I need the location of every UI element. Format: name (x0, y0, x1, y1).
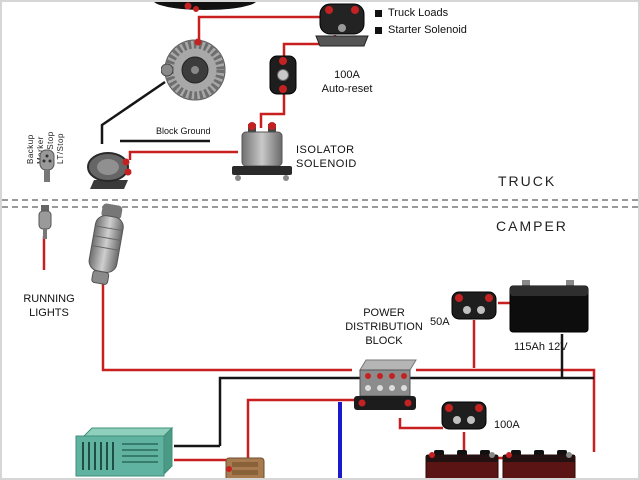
wire-breaker-to-isolator (259, 94, 286, 128)
fuse-block-icon (225, 457, 265, 478)
wire-isolator-to-junction (128, 150, 238, 160)
starter-solenoid-label: Starter Solenoid (388, 24, 467, 36)
isolator-solenoid-component (232, 120, 292, 182)
wire-black-run (218, 376, 594, 446)
power-block-label: POWER DISTRIBUTION BLOCK (345, 307, 423, 347)
seven-pin-connector-icon (88, 203, 124, 285)
converter-icon (75, 426, 174, 477)
small-plug-icon (38, 205, 52, 239)
alternator-icon (161, 38, 226, 101)
ground-strap-icon (154, 2, 256, 12)
trailer-plug-icon (39, 149, 55, 182)
house-battery-right-component (501, 450, 577, 478)
battery-icon (502, 450, 576, 478)
wire-block-to-fuse (246, 398, 354, 458)
truck-camper-divider-top (2, 199, 638, 201)
truck-breaker-component (266, 54, 300, 96)
wire-block-to-breaker100 (398, 418, 443, 430)
truck-loads-bullet (375, 10, 382, 17)
junction-relay-component (84, 150, 134, 190)
camper-battery-component (508, 280, 590, 334)
wire-alternator-to-starter-solenoid (197, 15, 320, 42)
block-ground-label: Block Ground (156, 126, 211, 136)
alternator-component (161, 37, 227, 103)
starter-solenoid-component (314, 2, 370, 48)
distribution-block-icon (354, 359, 417, 410)
breaker-50a-label: 50A (430, 316, 450, 328)
truck-loads-label: Truck Loads (388, 7, 449, 19)
junction-relay-icon (87, 152, 132, 189)
truck-camper-divider-bottom (2, 206, 638, 208)
fuse-block-component (224, 456, 266, 478)
house-battery-left-component (424, 450, 500, 478)
wire-connector-to-block (101, 280, 352, 372)
wire-block-to-right-battery (416, 368, 596, 452)
isolator-solenoid-icon (232, 122, 292, 181)
truck-section-label: TRUCK (498, 173, 557, 189)
seven-pin-connector-component (79, 199, 133, 291)
small-plug-component (36, 204, 54, 240)
wire-alternator-ground (100, 80, 166, 144)
circuit-breaker-icon (451, 291, 497, 320)
camper-battery-label: 115Ah 12V (514, 341, 568, 353)
camper-section-label: CAMPER (496, 218, 568, 234)
battery-icon (509, 280, 589, 333)
battery-icon (425, 450, 499, 478)
converter-component (74, 426, 174, 478)
starter-solenoid-icon (315, 3, 369, 47)
running-lights-label: RUNNING LIGHTS (23, 293, 75, 319)
circuit-breaker-icon (269, 55, 297, 95)
camper-breaker-50a-component (450, 288, 498, 322)
isolator-solenoid-label: ISOLATOR SOLENOID (296, 144, 357, 170)
breaker-100a-label: 100A (494, 419, 520, 431)
distribution-block-component (352, 358, 418, 418)
pin-label-backup: Backup (26, 134, 35, 164)
camper-breaker-100a-component (440, 398, 488, 432)
circuit-breaker-icon (441, 401, 487, 430)
starter-solenoid-bullet (375, 27, 382, 34)
truck-breaker-label: 100A Auto-reset (321, 69, 373, 95)
trailer-plug-component (36, 148, 60, 188)
ground-strap-component (150, 2, 260, 14)
